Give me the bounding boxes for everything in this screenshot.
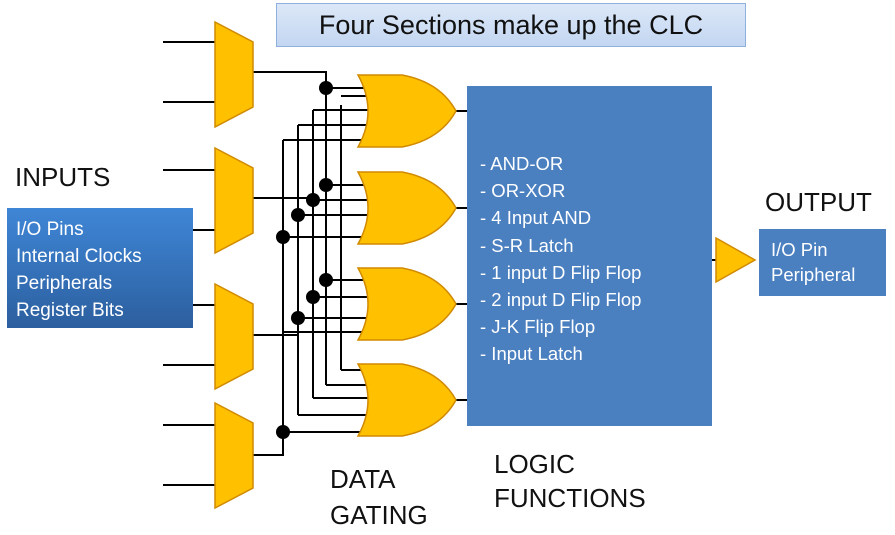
or-gate-4 bbox=[356, 363, 457, 437]
inputs-box: I/O Pins Internal Clocks Peripherals Reg… bbox=[7, 208, 193, 328]
output-item: Peripheral bbox=[771, 264, 856, 285]
data-gating-label-line1: DATA bbox=[330, 464, 396, 494]
or-gate-1 bbox=[356, 74, 457, 148]
logic-item: - J-K Flip Flop bbox=[480, 316, 596, 338]
mux-3 bbox=[214, 282, 254, 391]
output-item: I/O Pin bbox=[771, 239, 828, 260]
logic-item: - 4 Input AND bbox=[480, 207, 592, 229]
title-banner: Four Sections make up the CLC bbox=[276, 3, 746, 47]
input-item: Register Bits bbox=[16, 300, 124, 321]
title-text: Four Sections make up the CLC bbox=[318, 9, 704, 40]
mux-1 bbox=[214, 20, 254, 129]
data-gating-label-line2: GATING bbox=[330, 500, 428, 530]
logic-item: - 2 input D Flip Flop bbox=[480, 289, 642, 311]
or-gate-2 bbox=[356, 171, 457, 245]
logic-item: - AND-OR bbox=[480, 153, 564, 174]
logic-functions-box: - AND-OR - OR-XOR - 4 Input AND - S-R La… bbox=[467, 86, 712, 426]
logic-item: - Input Latch bbox=[480, 343, 583, 365]
mux-4 bbox=[214, 401, 254, 510]
logic-item: - OR-XOR bbox=[480, 180, 566, 202]
logic-item: - 1 input D Flip Flop bbox=[480, 261, 642, 283]
input-item: Internal Clocks bbox=[16, 246, 142, 267]
mux-2 bbox=[214, 146, 254, 255]
input-item: I/O Pins bbox=[16, 219, 84, 240]
logic-functions-label-line2: FUNCTIONS bbox=[494, 483, 646, 513]
or-gate-3 bbox=[356, 267, 457, 341]
inputs-heading: INPUTS bbox=[15, 162, 111, 192]
output-box: I/O Pin Peripheral bbox=[759, 229, 886, 296]
output-buffer bbox=[715, 236, 757, 284]
output-heading: OUTPUT bbox=[765, 187, 872, 217]
input-item: Peripherals bbox=[16, 273, 113, 294]
logic-item: - S-R Latch bbox=[480, 234, 574, 256]
logic-functions-label-line1: LOGIC bbox=[494, 449, 575, 479]
